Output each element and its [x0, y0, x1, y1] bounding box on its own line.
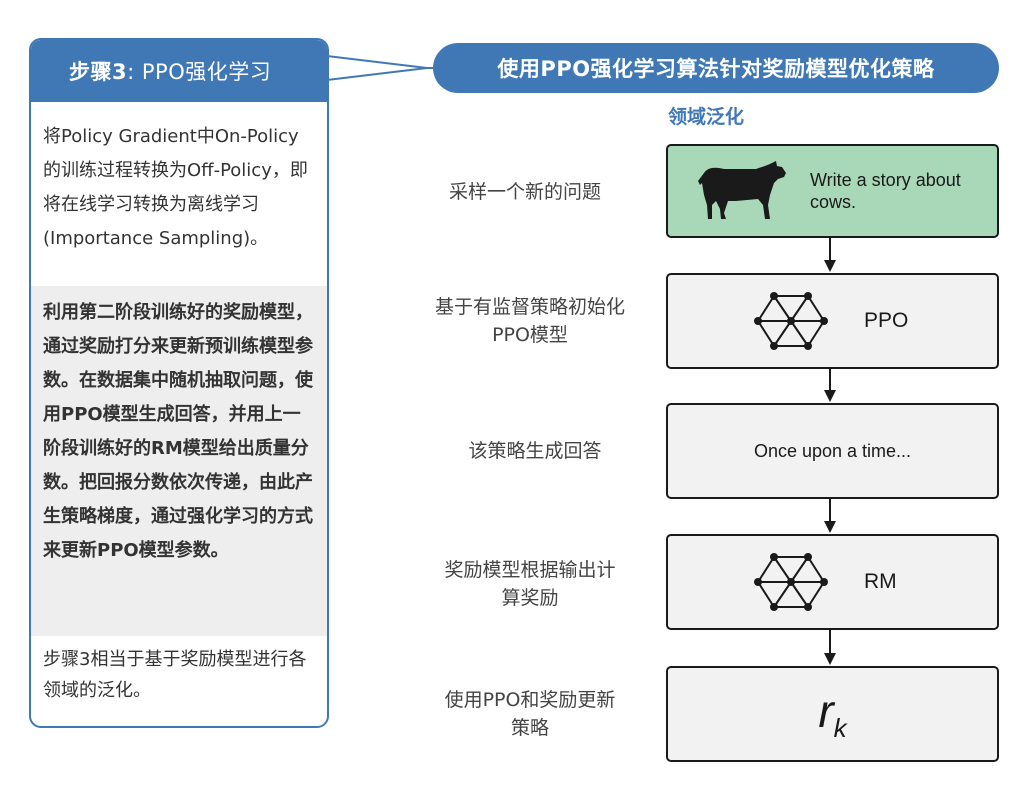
reward-model-box: RM: [666, 534, 999, 630]
step3-detail: 利用第二阶段训练好的奖励模型，通过奖励打分来更新预训练模型参数。在数据集中随机抽…: [31, 286, 327, 636]
step3-panel-header: 步骤3 : PPO强化学习: [31, 40, 327, 102]
neural-network-icon: [754, 292, 828, 350]
reward-r: r: [818, 684, 834, 737]
arrow-down-icon: [824, 630, 836, 665]
neural-network-icon: [754, 553, 828, 611]
reward-subscript: k: [833, 713, 847, 744]
cow-icon: [698, 161, 786, 219]
diagram-title: 使用PPO强化学习算法针对奖励模型优化策略: [433, 43, 999, 93]
arrow-down-icon: [824, 238, 836, 272]
policy-output-text: Once upon a time...: [753, 440, 912, 461]
step3-header-bold: 步骤3: [69, 60, 128, 84]
rm-label: RM: [864, 570, 897, 593]
sample-question-text: Write a story about cows.: [810, 170, 961, 212]
step3-panel: 步骤3 : PPO强化学习 将Policy Gradient中On-Policy…: [29, 38, 329, 728]
ppo-model-box: PPO: [666, 273, 999, 369]
ppo-label: PPO: [864, 309, 909, 332]
step-label-4: 奖励模型根据输出计算奖励: [444, 559, 616, 609]
step-label-5: 使用PPO和奖励更新策略: [444, 689, 616, 739]
step-label-2: 基于有监督策略初始化PPO模型: [434, 296, 625, 346]
step3-description: 将Policy Gradient中On-Policy的训练过程转换为Off-Po…: [43, 126, 308, 249]
arrow-down-icon: [824, 369, 836, 402]
reward-symbol: rk: [818, 684, 846, 744]
callout-connector: [327, 55, 435, 81]
reward-value-box: rk: [666, 666, 999, 762]
sample-question-box: Write a story about cows.: [666, 144, 999, 238]
step-label-1: 采样一个新的问题: [448, 181, 601, 203]
step-label-3: 该策略生成回答: [468, 440, 602, 462]
diagram-subtitle: 领域泛化: [668, 106, 745, 128]
step3-header-rest: : PPO强化学习: [127, 60, 272, 84]
step3-summary: 步骤3相当于基于奖励模型进行各领域的泛化。: [43, 649, 307, 701]
policy-output-box: Once upon a time...: [666, 403, 999, 499]
arrow-down-icon: [824, 499, 836, 533]
